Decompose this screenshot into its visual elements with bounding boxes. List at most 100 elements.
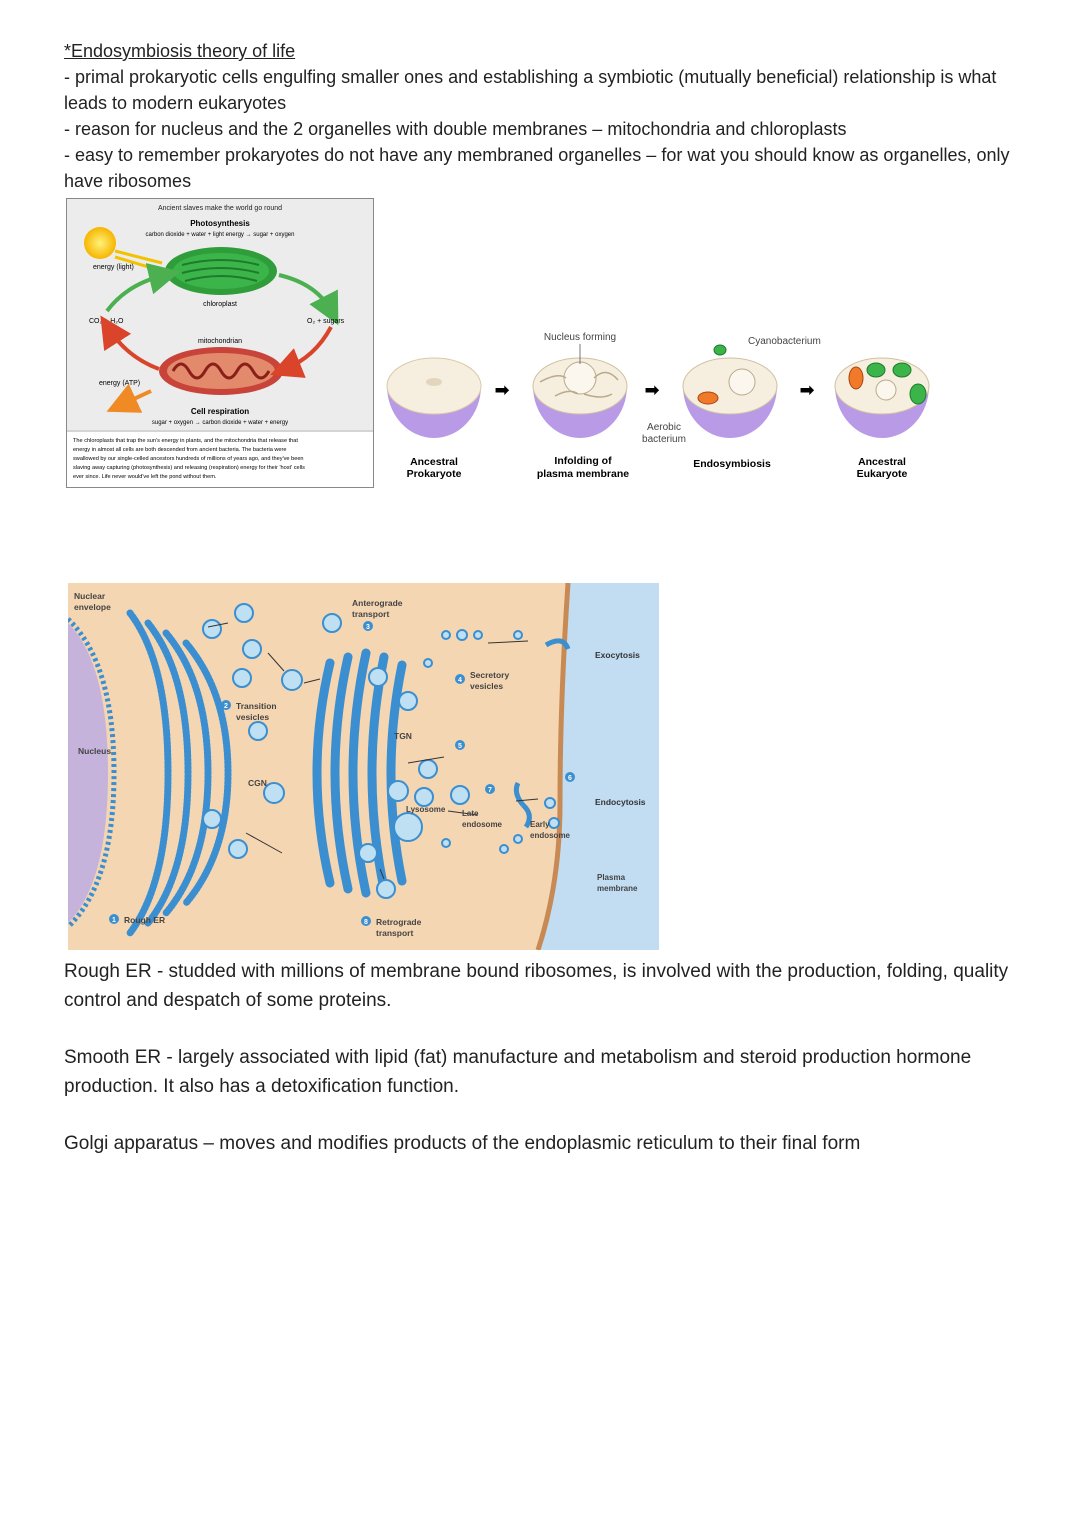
energy-light-label: energy (light) xyxy=(93,264,134,271)
step-3-number: 3 xyxy=(366,624,370,631)
plasma-membrane xyxy=(535,582,571,951)
step-5-badge xyxy=(455,740,465,750)
cycle-heading: Ancient slaves make the world go round xyxy=(158,205,282,212)
endosymbiosis-notes: *Endosymbiosis theory of life - primal p… xyxy=(64,38,1044,194)
green-arrow-left xyxy=(105,263,181,313)
step-4-badge xyxy=(455,674,465,684)
cgn-label: CGN xyxy=(248,778,267,788)
stage4-label-2: Eukaryote xyxy=(857,468,908,480)
cyanobacterium-label: Cyanobacterium xyxy=(748,336,821,347)
plasma-membrane-label-2: membrane xyxy=(597,884,638,893)
energy-cycle-figure: Ancient slaves make the world go round P… xyxy=(66,198,374,488)
chloroplast-label: chloroplast xyxy=(203,301,237,308)
endocytosis-label: Endocytosis xyxy=(595,797,646,807)
endosymbiosis-cell xyxy=(682,344,778,439)
early-endosome-icon xyxy=(513,781,532,829)
step-8-number: 8 xyxy=(364,919,368,926)
nuclear-envelope-label-2: envelope xyxy=(74,602,111,612)
golgi-paragraph: Golgi apparatus – moves and modifies pro… xyxy=(64,1133,861,1154)
stage3-label: Endosymbiosis xyxy=(693,458,771,470)
step-2-number: 2 xyxy=(224,703,228,710)
notes-line-1: - primal prokaryotic cells engulfing sma… xyxy=(64,67,997,113)
step-1-number: 1 xyxy=(112,917,116,924)
cycle-caption-3: swallowed by our single-celled ancestors… xyxy=(73,456,304,462)
lysosome-label: Lysosome xyxy=(406,805,446,814)
nucleus-forming-label: Nucleus forming xyxy=(544,332,616,343)
red-arrow-right xyxy=(270,326,333,378)
green-arrow-right xyxy=(278,273,339,326)
respiration-title: Cell respiration xyxy=(191,407,249,416)
step-4-number: 4 xyxy=(458,677,462,684)
notes-line-2: - reason for nucleus and the 2 organelle… xyxy=(64,119,847,139)
trafficking-arrows xyxy=(207,622,539,880)
step-2-badge xyxy=(221,700,231,710)
aerobic-label-1: Aerobic xyxy=(647,422,681,433)
anterograde-label-1: Anterograde xyxy=(352,598,403,608)
nuclear-envelope xyxy=(66,617,117,929)
rough-er-label: Rough ER xyxy=(124,915,165,925)
step-7-badge xyxy=(485,784,495,794)
anterograde-label-2: transport xyxy=(352,609,389,619)
ancestral-prokaryote-cell xyxy=(386,357,482,439)
golgi-diagram: Nuclear envelope Nucleus 1 Rough ER 2 Tr… xyxy=(66,582,659,951)
lysosome-icon xyxy=(393,812,423,842)
endosymbiosis-diagram: ➡ Nucleus forming ➡ Cyanobacterium Aerob… xyxy=(386,332,930,480)
red-arrow-left xyxy=(100,315,160,371)
nucleus-region xyxy=(68,623,108,923)
stage2-label-2: plasma membrane xyxy=(537,468,629,480)
retrograde-label-2: transport xyxy=(376,928,413,938)
aerobic-label-2: bacterium xyxy=(642,434,686,445)
co2-h2o-label: CO₂ + H₂O xyxy=(89,318,124,325)
mitochondrian-label: mitochondrian xyxy=(198,338,242,345)
endosymbiosis-sequence-figure: ➡ Nucleus forming ➡ Cyanobacterium Aerob… xyxy=(380,320,960,490)
step-5-number: 5 xyxy=(458,743,462,750)
plasma-membrane-label-1: Plasma xyxy=(597,873,626,882)
light-ray-icon xyxy=(114,249,163,265)
transition-vesicles-label-2: vesicles xyxy=(236,712,269,722)
respiration-equation: sugar + oxygen → carbon dioxide + water … xyxy=(152,420,288,426)
golgi-trafficking-figure: Nuclear envelope Nucleus 1 Rough ER 2 Tr… xyxy=(66,582,659,951)
late-endosome-label-1: Late xyxy=(462,809,479,818)
smooth-er-paragraph: Smooth ER - largely associated with lipi… xyxy=(64,1047,972,1097)
step-1-badge xyxy=(109,914,119,924)
ancestral-eukaryote-cell xyxy=(834,357,930,438)
early-endosome-label-2: endosome xyxy=(530,831,571,840)
stage2-label-1: Infolding of xyxy=(554,455,612,467)
orange-arrow xyxy=(106,383,152,413)
sun-icon xyxy=(84,227,116,259)
tgn-label: TGN xyxy=(394,731,412,741)
nucleus-label: Nucleus xyxy=(78,746,111,756)
arrow-1-icon: ➡ xyxy=(494,380,509,400)
rough-er-cisternae xyxy=(126,609,232,937)
notes-line-3: - easy to remember prokaryotes do not ha… xyxy=(64,145,1010,191)
cycle-caption-4: slaving away capturing (photosynthesis) … xyxy=(73,465,305,471)
cycle-caption-1: The chloroplasts that trap the sun's ene… xyxy=(73,438,298,444)
cyanobacterium-icon xyxy=(713,344,727,356)
stage4-label-1: Ancestral xyxy=(858,456,906,468)
step-3-badge xyxy=(363,621,373,631)
late-endosome-label-2: endosome xyxy=(462,820,503,829)
nuclear-envelope-label-1: Nuclear xyxy=(74,591,106,601)
step-8-badge xyxy=(361,916,371,926)
o2-sugars-label: O₂ + sugars xyxy=(307,318,345,325)
step-7-number: 7 xyxy=(488,787,492,794)
secretory-vesicles-label-1: Secretory xyxy=(470,670,509,680)
exocytosis-fusion-icon xyxy=(544,638,571,651)
early-endosome-label-1: Early xyxy=(530,820,550,829)
arrow-3-icon: ➡ xyxy=(799,380,814,400)
extracellular-space xyxy=(538,583,659,950)
cycle-caption-5: ever since. Life never would've left the… xyxy=(73,474,217,480)
stage1-label-1: Ancestral xyxy=(410,456,458,468)
notes-title: *Endosymbiosis theory of life xyxy=(64,41,296,61)
infolding-cell xyxy=(532,357,628,438)
retrograde-label-1: Retrograde xyxy=(376,917,422,927)
exocytosis-label: Exocytosis xyxy=(595,650,640,660)
rough-er-paragraph: Rough ER - studded with millions of memb… xyxy=(64,961,1009,1011)
energy-atp-label: energy (ATP) xyxy=(99,380,140,387)
photosynthesis-title: Photosynthesis xyxy=(190,219,250,228)
photosynthesis-equation: carbon dioxide + water + light energy → … xyxy=(146,232,295,238)
transport-vesicles xyxy=(202,603,560,899)
energy-cycle-diagram: Ancient slaves make the world go round P… xyxy=(67,205,373,487)
step-6-number: 6 xyxy=(568,775,572,782)
stage1-label-2: Prokaryote xyxy=(407,468,462,480)
